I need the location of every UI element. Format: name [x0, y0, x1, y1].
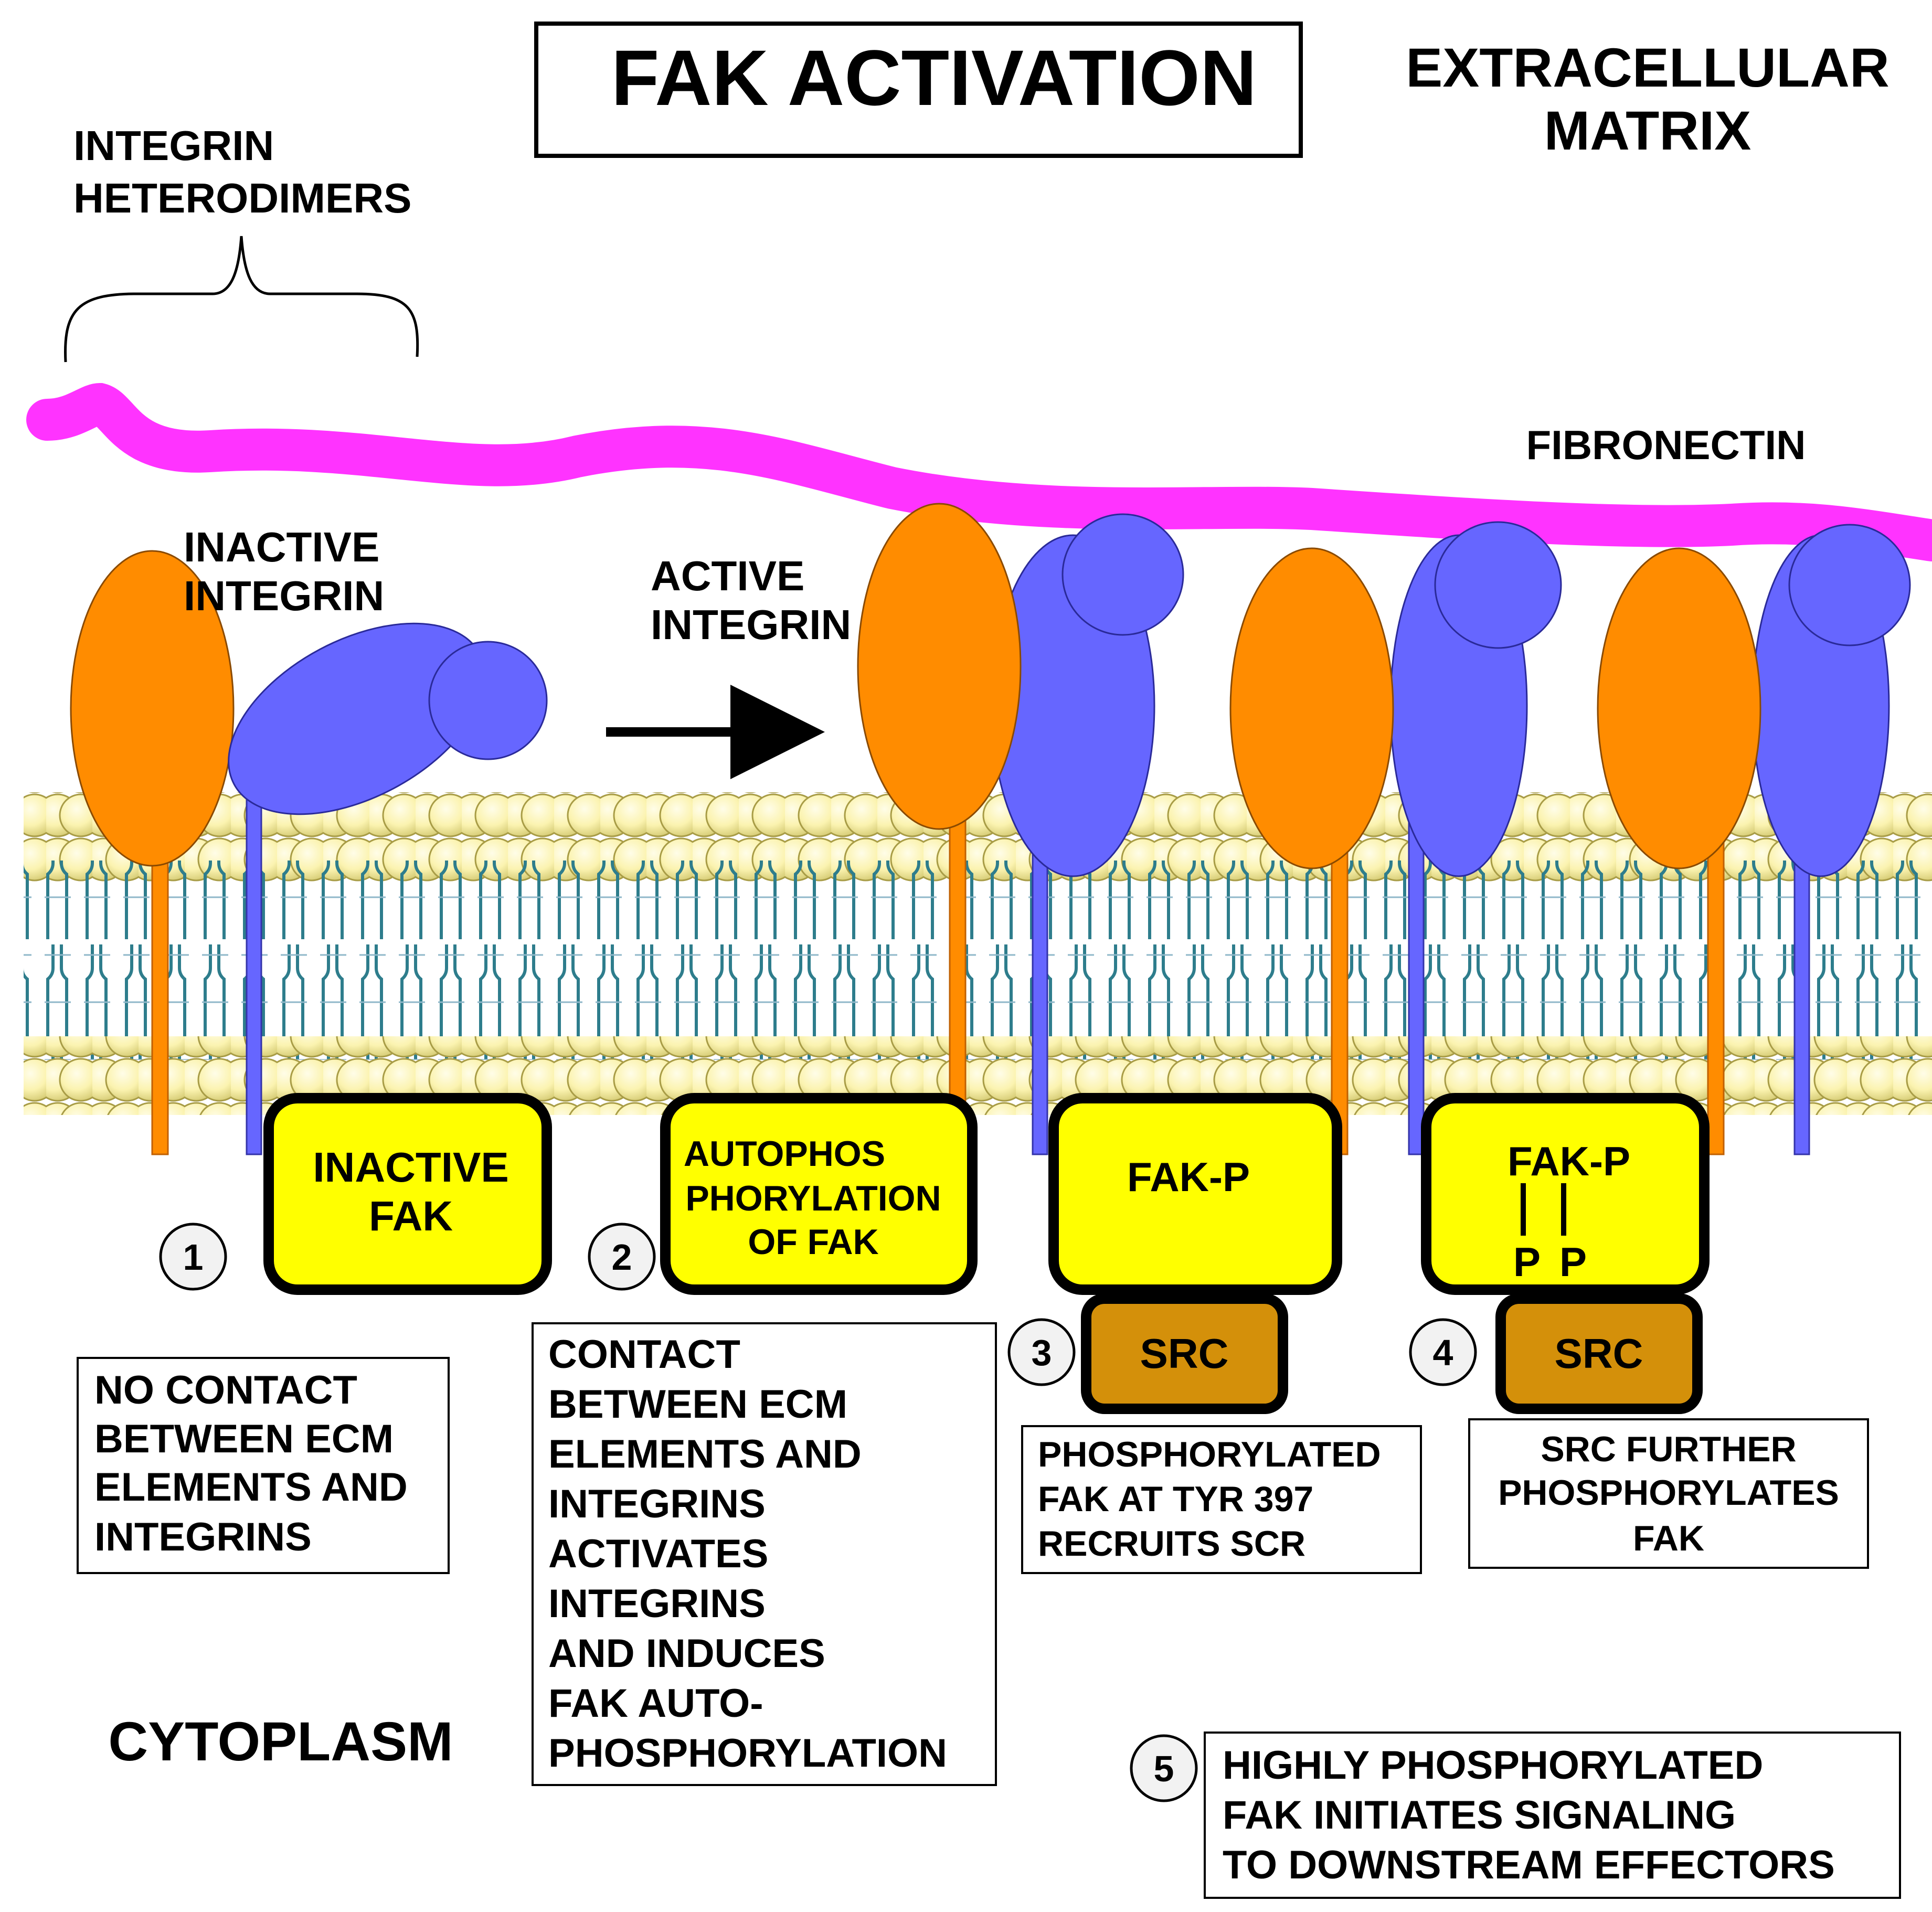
caption-step-2-line-4: INTEGRINS: [548, 1482, 766, 1526]
inactive-fak-label-1: INACTIVE: [313, 1144, 508, 1191]
caption-step-2-line-7: AND INDUCES: [548, 1631, 825, 1676]
inactive-integrin-label-2: INTEGRIN: [184, 572, 384, 619]
src-box-2: [1495, 1293, 1703, 1414]
caption-step-5-line-3: TO DOWNSTREAM EFFECTORS: [1223, 1843, 1835, 1887]
caption-step-2-line-1: CONTACT: [548, 1332, 740, 1377]
integrin-heterodimers-label-1: INTEGRIN: [73, 122, 274, 169]
caption-step-4-line-3: FAK: [1633, 1518, 1704, 1558]
autophos-label-1: AUTOPHOS: [684, 1134, 885, 1174]
phosphate-label-2: P: [1559, 1239, 1587, 1285]
active-integrin-4: [1597, 524, 1911, 1155]
caption-step-1-line-1: NO CONTACT: [94, 1368, 357, 1412]
caption-step-2-box: [532, 1322, 997, 1786]
active-integrin-3: [1229, 521, 1562, 1155]
caption-step-3-line-2: FAK AT TYR 397: [1038, 1479, 1313, 1519]
heterodimer-brace: [63, 236, 419, 363]
caption-step-1-line-3: ELEMENTS AND: [94, 1465, 408, 1510]
caption-step-2-line-8: FAK AUTO-: [548, 1681, 763, 1726]
caption-step-3-line-3: RECRUITS SCR: [1038, 1524, 1305, 1564]
caption-step-1-line-4: INTEGRINS: [94, 1515, 312, 1559]
alpha-subunit: [1229, 547, 1394, 869]
caption-step-1-line-2: BETWEEN ECM: [94, 1417, 394, 1461]
autophos-label-3: OF FAK: [748, 1222, 878, 1262]
caption-step-2-line-5: ACTIVATES: [548, 1532, 768, 1576]
step-2-number: 2: [612, 1237, 632, 1278]
caption-step-3-line-1: PHOSPHORYLATED: [1038, 1435, 1381, 1474]
fibronectin-strand: [26, 383, 1932, 561]
autophosphorylation-box: [660, 1093, 978, 1295]
fak-p-box-1: [1048, 1093, 1342, 1295]
fibronectin-label: FIBRONECTIN: [1526, 422, 1806, 468]
beta-head: [1788, 524, 1911, 646]
active-integrin-2: [857, 503, 1184, 1155]
caption-step-4-box: [1468, 1418, 1869, 1569]
alpha-subunit: [1597, 547, 1761, 869]
inactive-fak-box: [263, 1093, 552, 1295]
beta-tail: [1408, 817, 1425, 1155]
inactive-fak-label-2: FAK: [369, 1193, 453, 1239]
caption-step-3-box: [1021, 1425, 1422, 1574]
title-box: [534, 22, 1303, 158]
caption-step-2-line-6: INTEGRINS: [548, 1581, 766, 1626]
page-title: FAK ACTIVATION: [611, 34, 1257, 122]
alpha-subunit: [857, 503, 1022, 830]
beta-head: [428, 641, 548, 760]
step-1-badge: [159, 1223, 227, 1291]
phosphate-label-1: P: [1513, 1239, 1541, 1285]
integrin-heterodimers-label-2: HETERODIMERS: [73, 175, 412, 221]
caption-step-1-box: [77, 1357, 450, 1574]
src-box-1: [1081, 1293, 1288, 1414]
fak-p-label-1: FAK-P: [1127, 1154, 1250, 1200]
fak-p-label-2: FAK-P: [1508, 1138, 1630, 1184]
beta-head: [1434, 521, 1562, 649]
step-1-number: 1: [183, 1237, 204, 1278]
beta-head: [1061, 513, 1184, 636]
caption-step-4-line-1: SRC FURTHER: [1541, 1429, 1796, 1469]
active-integrin-label-2: INTEGRIN: [651, 601, 851, 648]
src-label-1: SRC: [1140, 1330, 1229, 1377]
autophos-label-2: PHORYLATION: [685, 1178, 941, 1218]
alpha-subunit: [70, 550, 235, 867]
inactive-integrin-label-1: INACTIVE: [184, 524, 379, 570]
step-3-number: 3: [1032, 1332, 1052, 1373]
caption-step-5-line-1: HIGHLY PHOSPHORYLATED: [1223, 1743, 1763, 1788]
caption-step-5-line-2: FAK INITIATES SIGNALING: [1223, 1793, 1736, 1837]
active-integrin-label-1: ACTIVE: [651, 553, 804, 599]
inactive-integrin: [70, 550, 548, 1155]
extracellular-label-2: MATRIX: [1544, 100, 1751, 162]
caption-step-2-line-9: PHOSPHORYLATION: [548, 1731, 947, 1776]
step-2-badge: [588, 1223, 656, 1291]
src-label-2: SRC: [1555, 1330, 1643, 1377]
caption-step-2-line-3: ELEMENTS AND: [548, 1432, 862, 1477]
extracellular-label-1: EXTRACELLULAR: [1406, 37, 1889, 99]
beta-tail: [1032, 817, 1048, 1155]
step-5-number: 5: [1154, 1748, 1174, 1789]
caption-step-2-line-2: BETWEEN ECM: [548, 1382, 847, 1427]
step-4-number: 4: [1433, 1332, 1453, 1373]
beta-tail: [246, 786, 262, 1155]
caption-step-5-box: [1204, 1732, 1901, 1899]
beta-tail: [1793, 817, 1810, 1155]
cytoplasm-label: CYTOPLASM: [108, 1711, 453, 1772]
caption-step-4-line-2: PHOSPHORYLATES: [1498, 1473, 1839, 1513]
step-4-badge: [1409, 1318, 1477, 1386]
step-3-badge: [1007, 1318, 1076, 1386]
step-5-badge: [1130, 1734, 1198, 1802]
